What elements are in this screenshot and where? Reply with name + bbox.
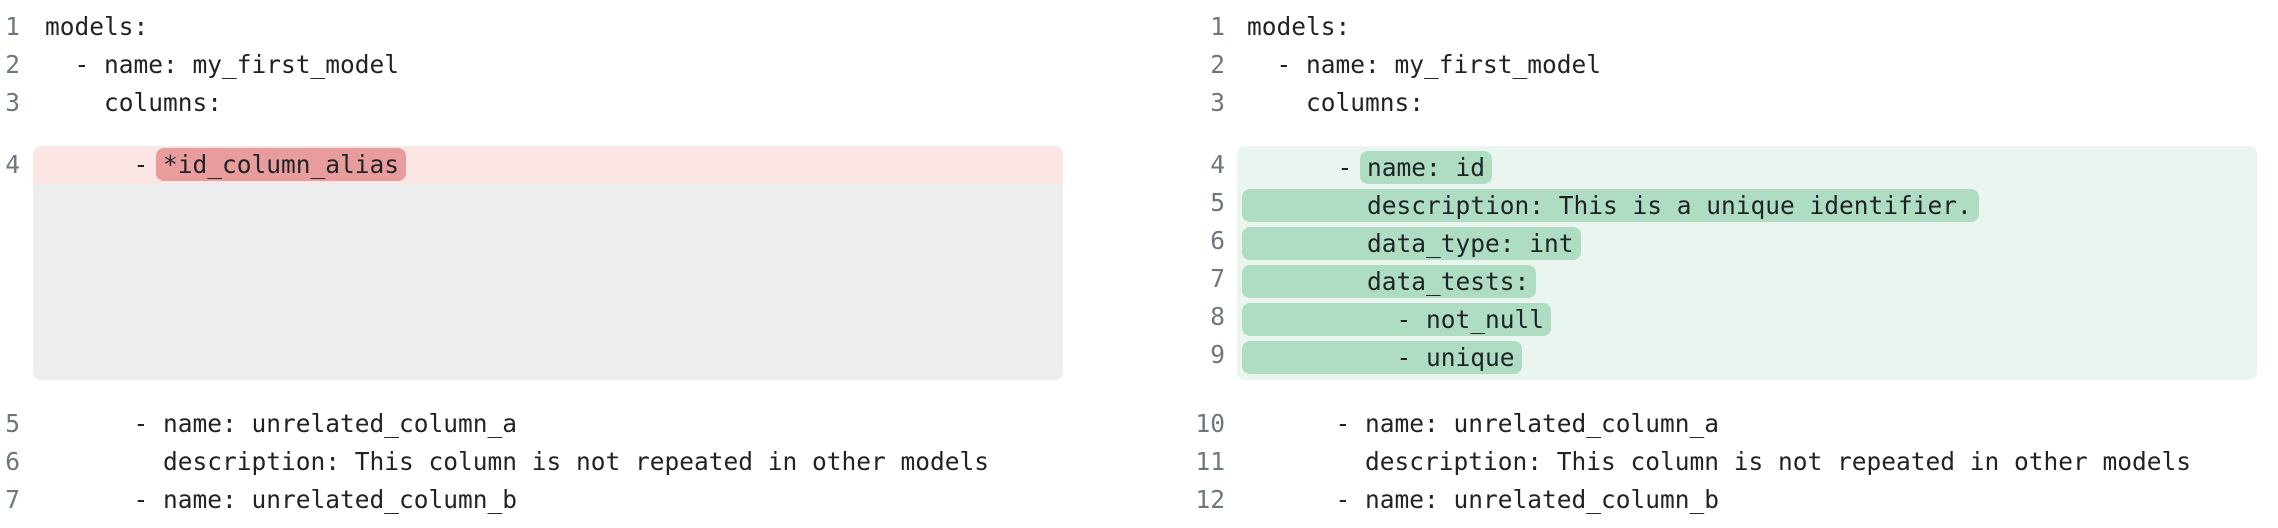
line-number: 10 [1195,409,1225,438]
line-row: 3 columns: [0,84,1139,122]
change-block-gutter: 4 5 6 7 8 9 [1139,146,1225,380]
line-code: columns: [45,88,223,117]
line-row: 12 - name: unrelated_column_b [1139,481,2278,519]
line-number: 2 [1210,50,1225,79]
line-row: 2 - name: my_first_model [1139,46,2278,84]
added-token: data_type: int [1242,227,1581,260]
removed-line-row: - *id_column_alias [33,146,1063,184]
line-code: models: [1247,12,1351,41]
added-line-row: data_tests: [1237,263,2257,301]
line-row: 6 description: This column is not repeat… [0,443,1139,481]
line-number: 7 [5,485,20,514]
line-code: description: This column is not repeated… [1247,447,2192,476]
change-block-gutter: 4 [0,146,20,380]
line-number: 6 [5,447,20,476]
line-row: 1 models: [0,8,1139,46]
line-number: 5 [5,409,20,438]
added-token: description: This is a unique identifier… [1242,189,1979,222]
added-block: - name: id description: This is a unique… [1237,146,2257,380]
line-row: 10 - name: unrelated_column_a [1139,405,2278,443]
removed-block: - *id_column_alias [33,146,1063,380]
added-line-row: - not_null [1237,301,2257,339]
removed-token: *id_column_alias [156,148,407,181]
line-number: 11 [1195,447,1225,476]
line-number: 7 [1210,264,1225,293]
added-line-row: description: This is a unique identifier… [1237,187,2257,225]
line-code: - name: unrelated_column_b [1247,485,1720,514]
added-line-row: - name: id [1237,149,2257,187]
line-code: - name: my_first_model [1247,50,1602,79]
line-code: models: [45,12,149,41]
line-number: 9 [1210,340,1225,369]
line-number: 3 [5,88,20,117]
line-number: 12 [1195,485,1225,514]
added-token: - unique [1242,341,1522,374]
line-code: - name: unrelated_column_a [1247,409,1720,438]
line-row: 3 columns: [1139,84,2278,122]
line-number: 1 [1210,12,1225,41]
line-number: 6 [1210,226,1225,255]
added-token: - not_null [1242,303,1552,336]
collapsed-filler [33,184,1063,380]
line-code: description: This column is not repeated… [45,447,990,476]
line-code: columns: [1247,88,1425,117]
line-code: - name: unrelated_column_b [45,485,518,514]
line-row: 2 - name: my_first_model [0,46,1139,84]
line-code: - name: unrelated_column_a [45,409,518,438]
added-line-row: data_type: int [1237,225,2257,263]
line-number: 2 [5,50,20,79]
change-block: 4 5 6 7 8 9 - name: id description: This is a… [1139,146,2278,380]
line-number: 4 [1210,150,1225,179]
line-number: 5 [1210,188,1225,217]
added-token: data_tests: [1242,265,1537,298]
line-row: 7 - name: unrelated_column_b [0,481,1139,519]
line-code: - name: my_first_model [45,50,400,79]
added-line-row: - unique [1237,339,2257,377]
line-number: 4 [5,150,20,179]
line-row: 1 models: [1139,8,2278,46]
added-token: name: id [1360,151,1493,184]
line-number: 3 [1210,88,1225,117]
line-row: 11 description: This column is not repea… [1139,443,2278,481]
line-number: 1 [5,12,20,41]
change-block: 4 - *id_column_alias [0,146,1139,380]
line-number: 8 [1210,302,1225,331]
line-row: 5 - name: unrelated_column_a [0,405,1139,443]
